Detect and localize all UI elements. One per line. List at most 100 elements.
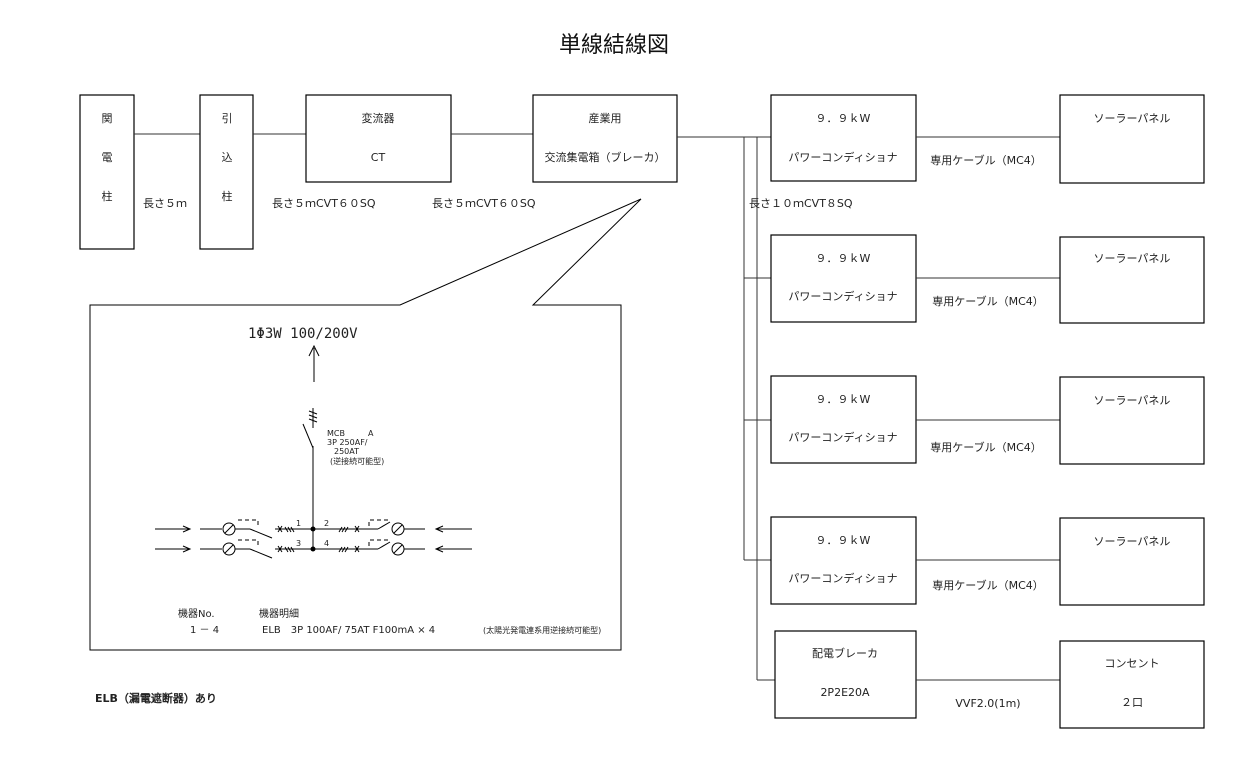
bus-ticks-left-upper-icon [277,525,295,533]
circuit-number-4: 4 [324,539,329,548]
solar-panel-label: ソーラーパネル [1094,535,1171,548]
lead-in-char-3: 柱 [222,189,233,203]
length-label-4: 長さ１０ｍCVT８SQ [749,197,853,210]
solar-panel-box [1059,376,1205,465]
breaker-dashed-frame [368,519,390,526]
inverter-kw: ９．９ｋW [816,112,871,125]
mcb-switch-blade [302,423,314,449]
outlet-label-2: ２口 [1121,696,1143,709]
ct-label-1: 変流器 [362,111,395,125]
circuit-number-3: 3 [296,539,301,548]
junction-dot-lower [310,546,316,552]
distribution-breaker-label-2: 2P2E20A [820,686,870,699]
elb-right-lower [365,539,472,556]
equip-no-header: 機器No. [178,607,215,620]
elb-footer-note: ELB（漏電遮断器）あり [95,691,217,705]
mcb-terminal-ticks-icon [308,410,318,423]
inverter-name: パワーコンディショナ [788,571,897,585]
arrow-left-icon [434,525,444,533]
inverter-box [770,516,917,605]
industrial-breaker-box [532,94,678,183]
mcb-label-3: 250AT [334,447,359,456]
ct-label-2: CT [371,151,386,164]
equip-desc-value: ELB 3P 100AF/ 75AT F100mA × 4 [262,625,435,636]
breaker-diag [393,544,403,554]
supply-arrow-head-icon [308,344,320,357]
breaker-blade-tilt [377,521,391,530]
inverter-row-1: ９．９ｋW パワーコンディショナ 専用ケーブル（MC4） ソーラーパネル [770,94,1205,184]
utility-pole-char-1: 関 [102,112,113,125]
breaker-blade [249,548,273,559]
bus-ticks-left-lower-icon [277,545,295,553]
utility-pole-char-2: 電 [102,151,113,164]
breaker-blade-tilt [377,541,391,550]
outlet-label-1: コンセント [1105,657,1160,670]
supply-spec-label: 1Φ3W 100/200V [248,326,358,342]
vvf-cable-label: VVF2.0(1m) [955,697,1020,710]
mcb-label-1b: A [368,429,374,438]
breaker-blade [249,528,273,539]
inverter-box [770,375,917,464]
solar-panel-box [1059,517,1205,606]
solar-panel-label: ソーラーパネル [1094,112,1171,125]
solar-panel-box [1059,236,1205,324]
length-label-3: 長さ５ｍCVT６０SQ [432,197,536,210]
equip-desc-header: 機器明細 [259,607,299,620]
detail-callout-frame [89,198,642,651]
inverter-row-3: ９．９ｋW パワーコンディショナ 専用ケーブル（MC4） ソーラーパネル [770,375,1205,465]
inverter-name: パワーコンディショナ [788,150,897,164]
elb-right-upper [365,519,472,536]
solar-panel-label: ソーラーパネル [1094,252,1171,265]
breaker-box-label-2: 交流集電箱（ブレーカ） [545,150,666,164]
inverter-kw: ９．９ｋW [816,252,871,265]
mcb-label-2: 3P 250AF/ [327,438,368,447]
lead-in-pole-box [199,94,254,250]
current-transformer-box [305,94,452,183]
utility-pole-box [79,94,135,250]
solar-panel-box [1059,94,1205,184]
breaker-dashed-frame [238,519,259,526]
mc4-cable-label: 専用ケーブル（MC4） [932,294,1044,308]
inverter-box [770,234,917,323]
breaker-diag [393,524,403,534]
arrow-left-icon [434,545,444,553]
circuit-number-2: 2 [324,519,329,528]
mc4-cable-label: 専用ケーブル（MC4） [930,440,1042,454]
breaker-dashed-frame [368,539,390,546]
arrow-right-icon [182,545,192,553]
arrow-right-icon [182,525,192,533]
breaker-diag [224,524,234,534]
utility-pole-char-3: 柱 [102,189,113,203]
elb-left-upper [155,519,273,539]
breaker-diag [224,544,234,554]
solar-panel-label: ソーラーパネル [1094,394,1171,407]
inverter-kw: ９．９ｋW [816,393,871,406]
elb-left-lower [155,539,273,559]
bus-ticks-right-lower-icon [338,545,360,553]
inverter-box [770,94,917,182]
outlet-box [1059,640,1205,729]
inverter-name: パワーコンディショナ [788,430,897,444]
circuit-number-1: 1 [296,519,301,528]
equip-no-value: 1 － 4 [190,625,219,636]
inverter-row-4: ９．９ｋW パワーコンディショナ 専用ケーブル（MC4） ソーラーパネル [770,516,1205,606]
breaker-dashed-frame [238,539,259,546]
diagram-title: 単線結線図 [559,33,669,58]
inverter-name: パワーコンディショナ [788,289,897,303]
mc4-cable-label: 専用ケーブル（MC4） [932,578,1044,592]
lead-in-char-2: 込 [222,151,233,164]
mcb-label-1a: MCB [327,429,345,438]
inverter-row-2: ９．９ｋW パワーコンディショナ 専用ケーブル（MC4） ソーラーパネル [770,234,1205,324]
breaker-box-label-1: 産業用 [589,112,622,125]
mcb-label-4: (逆接続可能型) [330,456,384,466]
distribution-breaker-box [774,630,917,719]
bus-ticks-right-upper-icon [338,525,360,533]
length-label-2: 長さ５ｍCVT６０SQ [272,197,376,210]
inverter-kw: ９．９ｋW [816,534,871,547]
junction-dot-upper [310,526,316,532]
equip-desc-note: (太陽光発電連系用逆接続可能型) [483,625,601,635]
length-label-1: 長さ５ｍ [143,197,187,210]
lead-in-char-1: 引 [222,111,233,125]
mc4-cable-label: 専用ケーブル（MC4） [930,153,1042,167]
